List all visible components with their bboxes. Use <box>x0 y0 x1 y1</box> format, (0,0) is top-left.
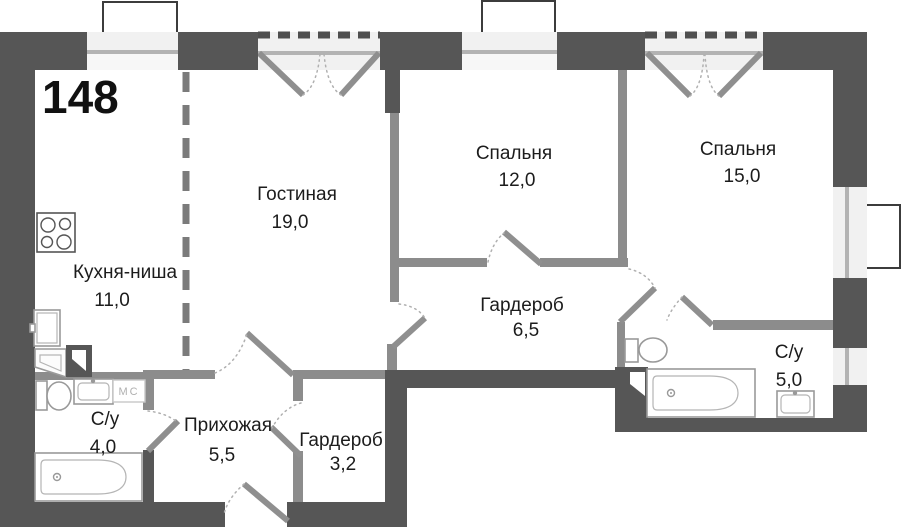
bathtub-icon <box>646 368 756 418</box>
washing-machine-label: МС <box>118 386 139 398</box>
window <box>87 32 867 385</box>
room-area-wardrobe-main: 6,5 <box>513 320 539 341</box>
room-label-kitchen: Кухня-ниша <box>73 262 178 283</box>
stove-icon <box>36 212 76 253</box>
bathtub-icon <box>34 452 143 502</box>
room-area-kitchen: 11,0 <box>94 290 130 311</box>
room-label-bathroom-large: С/у <box>775 342 804 363</box>
vanity-sink-icon <box>73 378 114 405</box>
room-label-bedroom-large: Спальня <box>700 139 776 160</box>
toilet-icon <box>624 337 668 363</box>
balcony-outline <box>102 0 901 269</box>
room-area-bedroom-large: 15,0 <box>724 166 761 187</box>
french-door-bedroom-large <box>644 31 764 99</box>
room-label-wardrobe-entry: Гардероб <box>299 430 383 451</box>
washing-machine-spot: МС <box>112 379 146 403</box>
room-label-wardrobe-main: Гардероб <box>480 295 564 316</box>
room-area-bathroom-large: 5,0 <box>776 370 802 391</box>
door-swing <box>145 229 715 524</box>
room-area-hallway: 5,5 <box>209 445 235 466</box>
vent-shaft-icon <box>630 372 645 396</box>
room-label-hallway: Прихожая <box>184 415 272 436</box>
apartment-number: 148 <box>42 71 119 123</box>
room-label-living: Гостиная <box>257 184 337 205</box>
room-area-wardrobe-entry: 3,2 <box>330 454 356 475</box>
vent-shaft-icon <box>66 345 92 377</box>
room-area-bedroom-small: 12,0 <box>499 170 536 191</box>
interior-walls <box>35 70 833 502</box>
french-door-living <box>256 31 382 98</box>
room-label-bedroom-small: Спальня <box>476 143 552 164</box>
room-label-bathroom-small: С/у <box>91 409 120 430</box>
vanity-sink-icon <box>776 390 815 418</box>
exterior-walls <box>0 32 867 527</box>
room-labels: Кухня-ниша 11,0 Гостиная 19,0 Спальня 12… <box>73 139 804 475</box>
toilet-icon <box>35 380 72 411</box>
fridge-icon <box>29 309 61 347</box>
room-area-bathroom-small: 4,0 <box>90 437 116 458</box>
room-area-living: 19,0 <box>272 212 309 233</box>
